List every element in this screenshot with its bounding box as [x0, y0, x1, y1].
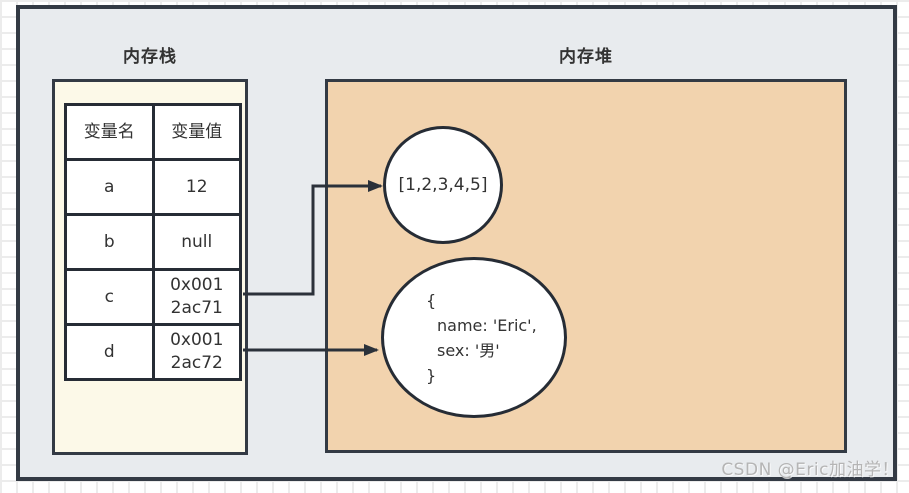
table-row: b null: [64, 213, 242, 271]
heap-title: 内存堆: [559, 47, 613, 67]
variable-value-cell: 12: [151, 158, 242, 216]
stack-title: 内存栈: [123, 47, 177, 67]
variable-value-cell: null: [151, 213, 242, 271]
value-line: 0x001: [170, 330, 224, 350]
object-node-code: { name: 'Eric', sex: '男' }: [426, 288, 537, 388]
table-header-name: 变量名: [64, 103, 155, 161]
variable-name-cell: c: [64, 268, 155, 326]
value-line: 0x001: [170, 275, 224, 295]
variable-name-cell: d: [64, 323, 155, 381]
object-code-line: sex: '男': [437, 340, 500, 360]
value-line: null: [181, 231, 213, 252]
table-header-value: 变量值: [151, 103, 242, 161]
variable-name-cell: a: [64, 158, 155, 216]
variable-value-cell: 0x001 2ac71: [151, 268, 242, 326]
value-line: 2ac72: [170, 353, 223, 373]
object-code-line: }: [426, 365, 437, 385]
value-line: 12: [185, 176, 208, 197]
object-code-line: {: [426, 290, 437, 310]
table-row: c 0x001 2ac71: [64, 268, 242, 326]
variable-value-cell: 0x001 2ac72: [151, 323, 242, 381]
table-row: d 0x001 2ac72: [64, 323, 242, 381]
watermark: CSDN @Eric加油学！: [721, 460, 899, 480]
value-line: 2ac71: [170, 298, 223, 318]
variable-name-cell: b: [64, 213, 155, 271]
table-header-row: 变量名 变量值: [64, 103, 242, 161]
array-node-circle: [1,2,3,4,5]: [383, 126, 503, 244]
object-node-ellipse: { name: 'Eric', sex: '男' }: [381, 257, 567, 418]
object-code-line: name: 'Eric',: [437, 315, 537, 335]
table-row: a 12: [64, 158, 242, 216]
variable-table: 变量名 变量值 a 12 b null c 0x001: [64, 103, 242, 381]
array-node-label: [1,2,3,4,5]: [398, 175, 488, 195]
heap-box: [325, 79, 847, 453]
